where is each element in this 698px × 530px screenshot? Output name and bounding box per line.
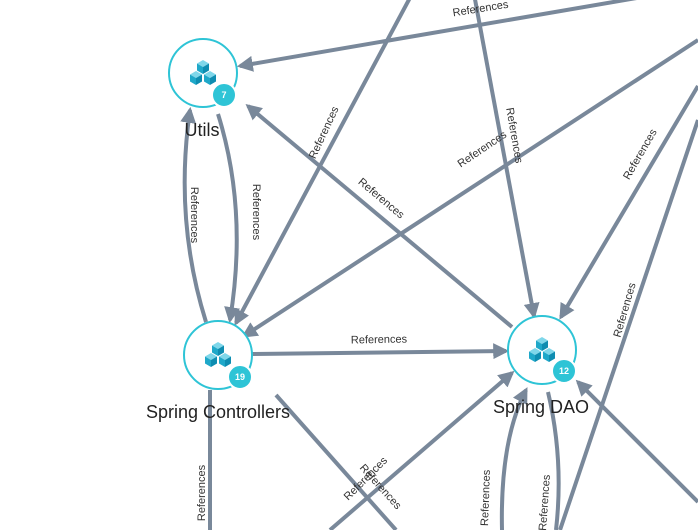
edge-bottom-right-to-dao[interactable]	[575, 379, 698, 504]
edge-label: References	[452, 0, 510, 19]
count-badge	[551, 358, 577, 384]
edge-label: References	[621, 127, 660, 182]
edge-dao-down[interactable]	[546, 391, 561, 530]
count-badge	[211, 82, 237, 108]
edge-dao-to-utils[interactable]	[245, 103, 514, 329]
edge-top-right-to-controllers[interactable]	[241, 38, 698, 338]
edge-label: References	[188, 187, 200, 244]
edge-controllers-to-dao[interactable]	[251, 343, 510, 360]
edge-top-right-to-utils[interactable]	[236, 0, 660, 72]
edges	[180, 0, 698, 530]
edge-top-to-controllers[interactable]	[234, 0, 412, 326]
node-label: Spring Controllers	[146, 402, 290, 422]
node-spring-dao[interactable]: 12 Spring DAO	[493, 315, 589, 417]
count-badge	[227, 364, 253, 390]
node-label: Utils	[185, 120, 220, 140]
count-badge-text: 19	[235, 372, 245, 382]
count-badge-text: 12	[559, 366, 569, 376]
count-badge-text: 7	[221, 90, 226, 100]
edge-label: References	[250, 184, 262, 241]
edge-controllers-to-utils[interactable]	[180, 106, 208, 323]
edge-label: References	[537, 474, 553, 530]
node-utils[interactable]: 7 Utils	[168, 38, 238, 140]
edge-bottom-up-to-dao[interactable]	[499, 387, 528, 530]
edge-label: References	[479, 469, 493, 526]
edge-top-to-dao[interactable]	[473, 0, 540, 320]
node-label: Spring DAO	[493, 397, 589, 417]
edge-right-bottom-from-dao[interactable]	[558, 119, 698, 530]
edge-bottom-to-dao[interactable]	[328, 370, 515, 530]
node-spring-controllers[interactable]: 19 Spring Controllers	[146, 320, 290, 422]
edge-right-to-dao[interactable]	[559, 84, 698, 320]
edge-label: References	[196, 464, 208, 521]
edge-controllers-to-bottom[interactable]	[274, 393, 398, 530]
edge-label: References	[351, 334, 408, 347]
edge-utils-to-controllers[interactable]	[216, 113, 240, 324]
